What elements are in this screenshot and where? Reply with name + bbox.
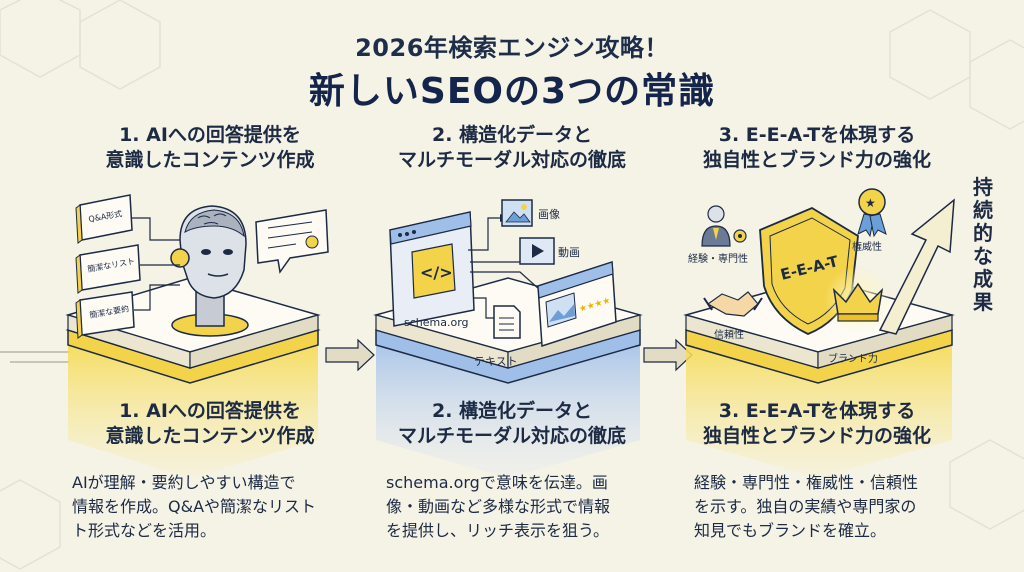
step-1-heading-line: 1. AIへの回答提供を bbox=[119, 124, 301, 146]
schema-label: schema.org bbox=[404, 316, 469, 329]
step-3-description-line: 知見でもブランドを確立。 bbox=[694, 521, 887, 540]
flow-connectors bbox=[468, 217, 541, 319]
experience-label: 経験・専門性 bbox=[688, 252, 748, 265]
step-1-platform-heading: 1. AIへの回答提供を 意識したコンテンツ作成 bbox=[60, 399, 360, 449]
step-1-platform-heading-line: 意識したコンテンツ作成 bbox=[105, 425, 315, 447]
svg-text:</>: </> bbox=[420, 263, 453, 282]
code-window-icon: </> schema.org bbox=[389, 211, 475, 329]
chat-bubble-icon bbox=[255, 209, 329, 274]
step-1-description-line: ト形式などを活用。 bbox=[72, 521, 217, 540]
outcome-label-char: 成 bbox=[973, 267, 993, 291]
step-3-description: 経験・専門性・権威性・信頼性 を示す。独自の実績や専門家の 知見でもブランドを確… bbox=[694, 471, 984, 543]
step-2-description-line: 像・動画など多様な形式で情報 bbox=[386, 497, 611, 516]
brand-label: ブランド力 bbox=[828, 352, 878, 365]
step-2-platform-heading: 2. 構造化データと マルチモーダル対応の徹底 bbox=[362, 399, 662, 449]
step-2-description-line: を提供し、リッチ表示を狙う。 bbox=[386, 521, 610, 540]
image-icon: 画像 bbox=[501, 199, 560, 227]
expert-icon: 経験・専門性 bbox=[688, 205, 748, 265]
step-3-platform-heading-line: 独自性とブランド力の強化 bbox=[702, 425, 931, 447]
step-3-heading: 3. E-E-A-Tを体現する 独自性とブランド力の強化 bbox=[667, 123, 967, 173]
step-3-description-line: を示す。独自の実績や専門家の bbox=[694, 497, 917, 516]
summary-card: 簡潔な要約 bbox=[75, 291, 135, 339]
step-1-heading-line: 意識したコンテンツ作成 bbox=[105, 149, 315, 171]
step-2-description-line: schema.orgで意味を伝達。画 bbox=[386, 473, 608, 492]
robot-head-icon bbox=[170, 205, 249, 337]
step-2-heading: 2. 構造化データと マルチモーダル対応の徹底 bbox=[362, 123, 662, 173]
step-3-platform-heading: 3. E-E-A-Tを体現する 独自性とブランド力の強化 bbox=[667, 399, 967, 449]
trust-label: 信頼性 bbox=[714, 328, 744, 341]
step-2-platform-heading-line: マルチモーダル対応の徹底 bbox=[397, 425, 626, 447]
step-2-platform-heading-line: 2. 構造化データと bbox=[431, 400, 593, 422]
step-2-description: schema.orgで意味を伝達。画 像・動画など多様な形式で情報 を提供し、リ… bbox=[386, 471, 676, 543]
step-3-heading-line: 3. E-E-A-Tを体現する bbox=[718, 124, 916, 146]
step-2-heading-line: 2. 構造化データと bbox=[431, 124, 593, 146]
authority-label: 権威性 bbox=[852, 240, 882, 253]
step-3-heading-line: 独自性とブランド力の強化 bbox=[702, 149, 931, 171]
step-1-description-line: AIが理解・要約しやすい構造で bbox=[72, 473, 296, 492]
speed-lines bbox=[0, 351, 70, 363]
arrow-right-icon bbox=[643, 338, 693, 372]
video-label: 動画 bbox=[558, 245, 580, 259]
list-card: 簡潔なリスト bbox=[75, 244, 141, 294]
outcome-label-char: な bbox=[973, 244, 993, 268]
step-3-platform-heading-line: 3. E-E-A-Tを体現する bbox=[718, 400, 916, 422]
text-label: テキスト bbox=[474, 355, 518, 368]
outcome-label-char: 続 bbox=[973, 198, 993, 222]
document-icon: テキスト bbox=[474, 305, 521, 368]
video-icon: 動画 bbox=[519, 237, 580, 265]
handshake-icon: 信頼性 bbox=[703, 291, 763, 341]
arrow-right-icon bbox=[325, 338, 375, 372]
outcome-label-char: 果 bbox=[973, 290, 993, 314]
outcome-label-char: 的 bbox=[973, 221, 993, 245]
qa-card: Q&A形式 bbox=[75, 194, 133, 244]
page-subtitle: 2026年検索エンジン攻略！ bbox=[355, 34, 669, 62]
outcome-label-char: 持 bbox=[973, 175, 993, 199]
arrow-up-icon bbox=[878, 198, 955, 335]
medal-icon: ★ 権威性 bbox=[852, 188, 887, 253]
step-1-description-line: 情報を作成。Q&Aや簡潔なリスト bbox=[72, 497, 317, 516]
page-title: 新しいSEOの3つの常識 bbox=[308, 71, 716, 112]
outcome-label: 持 続 的 な 成 果 bbox=[968, 176, 998, 314]
step-1-platform-heading-line: 1. AIへの回答提供を bbox=[119, 400, 301, 422]
step-2-heading-line: マルチモーダル対応の徹底 bbox=[397, 149, 626, 171]
step-3-description-line: 経験・専門性・権威性・信頼性 bbox=[694, 473, 919, 492]
webpage-icon: ★★★★ bbox=[537, 260, 617, 348]
image-label: 画像 bbox=[538, 208, 560, 221]
crown-icon: ブランド力 bbox=[824, 266, 892, 365]
svg-text:★: ★ bbox=[865, 196, 876, 210]
step-1-heading: 1. AIへの回答提供を 意識したコンテンツ作成 bbox=[60, 123, 360, 173]
step-1-description: AIが理解・要約しやすい構造で 情報を作成。Q&Aや簡潔なリスト ト形式などを活… bbox=[72, 471, 362, 543]
card-connectors bbox=[132, 217, 180, 311]
